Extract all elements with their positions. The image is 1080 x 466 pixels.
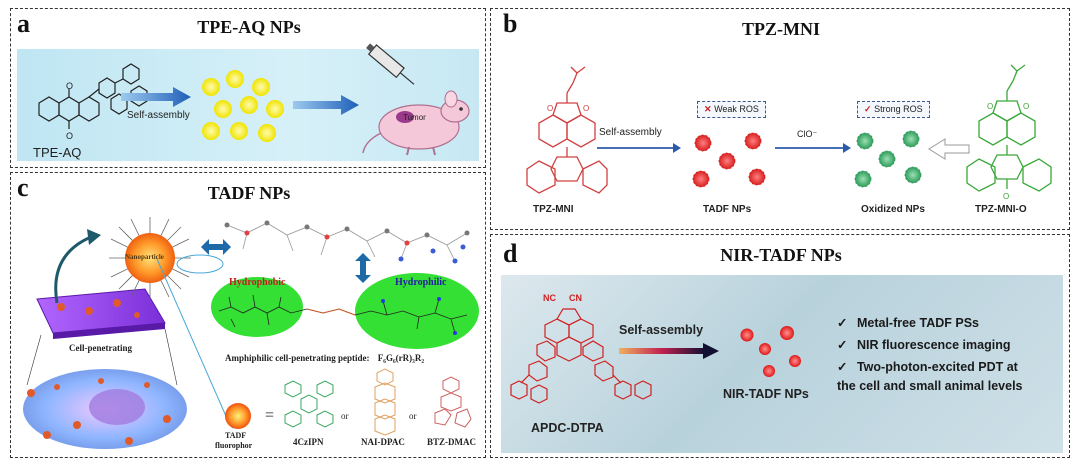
tadf-nanoparticles-red bbox=[692, 132, 766, 188]
panel-d-title: NIR-TADF NPs bbox=[720, 245, 842, 265]
weak-ros-label: Weak ROS bbox=[714, 104, 759, 114]
svg-text:O: O bbox=[987, 102, 993, 111]
self-assembly-label-d: Self-assembly bbox=[619, 323, 704, 337]
self-assembly-arrow bbox=[121, 87, 191, 107]
tumor-label: Tumor bbox=[403, 113, 426, 122]
hydrophilic-label: Hydrophilic bbox=[395, 277, 447, 288]
oxidized-nanoparticles-green bbox=[854, 130, 922, 188]
self-assembly-arrow-d bbox=[619, 343, 719, 359]
cell-illustration bbox=[23, 288, 187, 449]
or-2: or bbox=[409, 411, 417, 421]
svg-text:O: O bbox=[66, 131, 73, 141]
cn-label: CN bbox=[569, 293, 582, 303]
feature-1-text: Metal-free TADF PSs bbox=[856, 316, 979, 330]
feature-3-text: Two-photon-excited PDT at bbox=[856, 360, 1018, 374]
tpz-mni-label: TPZ-MNI bbox=[533, 204, 574, 215]
strong-ros-label: Strong ROS bbox=[874, 104, 923, 114]
fluorophor-line2: fluorophor bbox=[215, 441, 253, 450]
tpz-mni-o-label: TPZ-MNI-O bbox=[975, 204, 1027, 215]
peptide-formula: F₆G₆(rR)₃R₂ bbox=[377, 353, 425, 363]
svg-text:O: O bbox=[583, 104, 589, 113]
svg-text:O: O bbox=[1023, 102, 1029, 111]
curved-arrow bbox=[54, 229, 101, 304]
equals-sign: = bbox=[265, 407, 275, 424]
horizontal-double-arrow bbox=[201, 239, 231, 255]
tpz-mni-structure: O O bbox=[526, 66, 608, 194]
tpz-mni-o-structure: O O O bbox=[966, 64, 1052, 201]
check-icon: ✓ bbox=[837, 316, 848, 330]
nir-tadf-nanoparticles bbox=[740, 326, 801, 377]
strong-ros-badge: ✓ Strong ROS bbox=[857, 101, 930, 118]
panel-d: d NIR-TADF NPs NC CN APDC-DTPA Self-asse… bbox=[490, 234, 1070, 458]
panel-a: a TPE-AQ NPs O O TPE-AQ Self-assembly bbox=[10, 8, 486, 168]
feature-2: ✓ NIR fluorescence imaging bbox=[837, 337, 1010, 352]
svg-text:O: O bbox=[547, 104, 553, 113]
panel-b-title: TPZ-MNI bbox=[742, 19, 820, 39]
mouse-with-syringe bbox=[362, 43, 470, 156]
panel-d-background bbox=[501, 275, 1063, 453]
panel-b: b TPZ-MNI O O TPZ-MNI Self-assembly ✕ We… bbox=[490, 8, 1070, 230]
check-icon: ✓ bbox=[864, 104, 872, 114]
panel-d-label: d bbox=[503, 239, 518, 268]
panel-a-title: TPE-AQ NPs bbox=[197, 17, 301, 37]
candidate-btz-dmac: BTZ-DMAC bbox=[427, 437, 476, 447]
self-assembly-label-b: Self-assembly bbox=[599, 127, 662, 138]
nir-tadf-nps-label: NIR-TADF NPs bbox=[723, 387, 809, 401]
peptide-3d-structure bbox=[224, 220, 470, 264]
check-icon: ✓ bbox=[837, 338, 848, 352]
nc-label: NC bbox=[543, 293, 556, 303]
injection-arrow bbox=[293, 95, 359, 115]
candidate-4czipn: 4CzIPN bbox=[293, 437, 324, 447]
tadf-nps-label: TADF NPs bbox=[703, 204, 752, 215]
feature-3: ✓ Two-photon-excited PDT at bbox=[837, 359, 1018, 374]
weak-ros-badge: ✕ Weak ROS bbox=[697, 101, 766, 118]
fluorophor-line1: TADF bbox=[225, 431, 247, 440]
check-icon: ✓ bbox=[837, 360, 848, 374]
peptide-text: Amphiphilic cell-penetrating peptide: bbox=[225, 353, 370, 363]
4czipn-structure bbox=[284, 380, 334, 428]
peptide-domains bbox=[211, 273, 479, 349]
candidate-nai-dpac: NAI-DPAC bbox=[361, 437, 405, 447]
tpe-aq-nanoparticles bbox=[202, 70, 284, 142]
nanoparticle-label: Nanoparticle bbox=[125, 253, 164, 261]
self-assembly-arrow-b bbox=[597, 143, 681, 153]
self-assembly-label: Self-assembly bbox=[127, 110, 190, 121]
oxidation-arrow bbox=[775, 143, 851, 153]
apdc-dtpa-label: APDC-DTPA bbox=[531, 421, 604, 435]
btz-dmac-structure bbox=[434, 376, 472, 428]
highlight-ellipse bbox=[176, 254, 224, 274]
panel-a-label: a bbox=[17, 9, 30, 38]
svg-text:O: O bbox=[66, 81, 73, 91]
clo-label: ClO⁻ bbox=[797, 129, 818, 139]
oxidized-nps-label: Oxidized NPs bbox=[861, 204, 925, 215]
cell-penetrating-label: Cell-penetrating bbox=[69, 343, 132, 353]
hydrophobic-label: Hydrophobic bbox=[229, 277, 286, 288]
hollow-arrow bbox=[928, 138, 970, 160]
tpe-aq-structure: O O bbox=[38, 63, 148, 141]
feature-2-text: NIR fluorescence imaging bbox=[856, 338, 1011, 352]
panel-c: c TADF NPs Cell-penetrating bbox=[10, 172, 486, 458]
nai-dpac-structure bbox=[374, 368, 396, 436]
feature-3-continued: the cell and small animal levels bbox=[837, 379, 1023, 393]
panel-c-label: c bbox=[17, 173, 29, 202]
panel-b-label: b bbox=[503, 9, 518, 38]
or-1: or bbox=[341, 411, 349, 421]
tadf-fluorophor-sphere bbox=[225, 403, 251, 429]
svg-text:O: O bbox=[1003, 192, 1009, 201]
vertical-double-arrow bbox=[355, 253, 371, 283]
feature-1: ✓ Metal-free TADF PSs bbox=[837, 315, 979, 330]
apdc-dtpa-structure bbox=[510, 308, 652, 404]
peptide-label: Amphiphilic cell-penetrating peptide: F₆… bbox=[225, 353, 424, 363]
panel-c-title: TADF NPs bbox=[207, 183, 291, 203]
tpe-aq-label: TPE-AQ bbox=[33, 145, 82, 160]
cross-icon: ✕ bbox=[704, 104, 712, 114]
